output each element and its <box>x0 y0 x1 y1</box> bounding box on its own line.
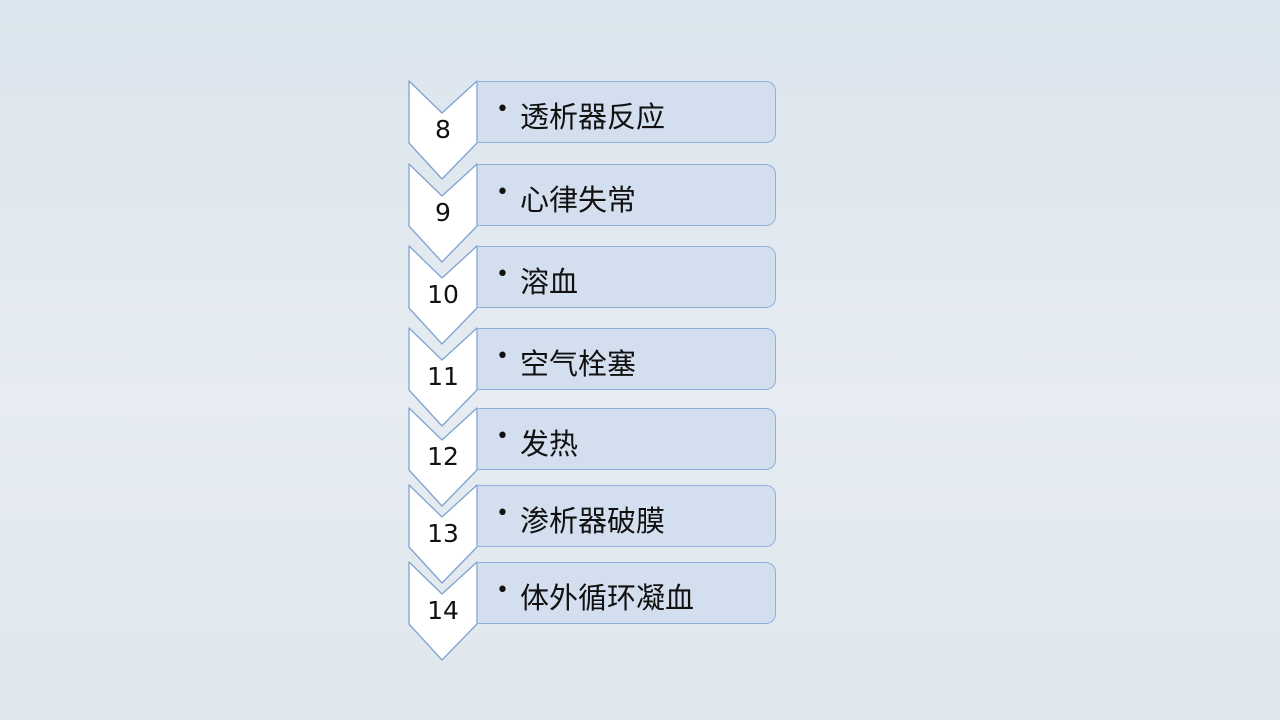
step-chevron <box>408 484 478 584</box>
bullet-icon: • <box>496 344 509 369</box>
step-number: 14 <box>427 596 459 625</box>
step-label: 渗析器破膜 <box>520 504 666 538</box>
process-step: 10 • 溶血 <box>408 245 780 346</box>
chevron-shape <box>408 561 478 661</box>
step-chevron <box>408 245 478 345</box>
step-label: 溶血 <box>520 265 579 299</box>
step-box: • 空气栓塞 <box>478 328 776 390</box>
bullet-icon: • <box>496 578 509 603</box>
process-step: 14 • 体外循环凝血 <box>408 561 780 662</box>
process-step: 13 • 渗析器破膜 <box>408 484 780 585</box>
step-box: • 发热 <box>478 408 776 470</box>
step-number: 12 <box>427 442 459 471</box>
step-chevron <box>408 163 478 263</box>
step-chevron <box>408 561 478 661</box>
process-step: 8 • 透析器反应 <box>408 80 780 181</box>
step-label: 透析器反应 <box>520 100 666 134</box>
step-box: • 溶血 <box>478 246 776 308</box>
process-step: 12 • 发热 <box>408 407 780 508</box>
bullet-icon: • <box>496 501 509 526</box>
chevron-shape <box>408 407 478 507</box>
step-label: 发热 <box>520 427 579 461</box>
process-step: 9 • 心律失常 <box>408 163 780 264</box>
step-box: • 渗析器破膜 <box>478 485 776 547</box>
step-number: 13 <box>427 519 459 548</box>
chevron-shape <box>408 484 478 584</box>
bullet-icon: • <box>496 97 509 122</box>
step-number: 8 <box>435 115 451 144</box>
step-chevron <box>408 80 478 180</box>
chevron-shape <box>408 163 478 263</box>
step-box: • 心律失常 <box>478 164 776 226</box>
step-box: • 体外循环凝血 <box>478 562 776 624</box>
bullet-icon: • <box>496 424 509 449</box>
step-chevron <box>408 407 478 507</box>
step-label: 体外循环凝血 <box>520 581 695 615</box>
process-step: 11 • 空气栓塞 <box>408 327 780 428</box>
step-number: 10 <box>427 280 459 309</box>
bullet-icon: • <box>496 262 509 287</box>
bullet-icon: • <box>496 180 509 205</box>
chevron-shape <box>408 327 478 427</box>
step-chevron <box>408 327 478 427</box>
step-box: • 透析器反应 <box>478 81 776 143</box>
chevron-shape <box>408 80 478 180</box>
step-number: 9 <box>435 198 451 227</box>
chevron-shape <box>408 245 478 345</box>
step-label: 空气栓塞 <box>520 347 637 381</box>
step-label: 心律失常 <box>520 183 637 217</box>
step-number: 11 <box>427 362 459 391</box>
